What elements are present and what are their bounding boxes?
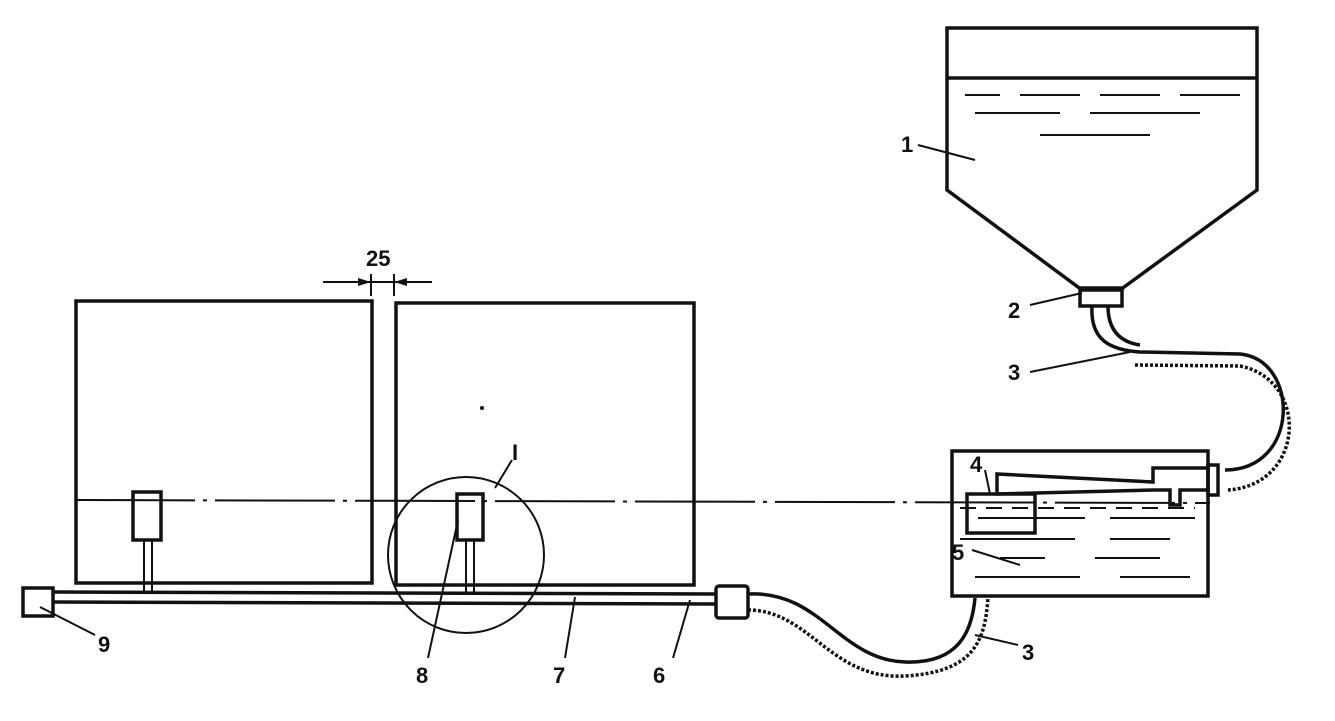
plot-box-right: [394, 301, 696, 587]
label-hose-lower: 3: [1022, 640, 1034, 665]
dimension-25: 25: [323, 246, 432, 296]
label-float: 4: [970, 452, 983, 477]
label-pipe-6: 6: [653, 663, 665, 688]
dimension-label: 25: [366, 246, 390, 271]
detail-circle: [387, 476, 545, 634]
outlet-valve: [1078, 286, 1124, 308]
label-detail-mark: I: [512, 440, 518, 465]
supply-tank: [945, 26, 1259, 292]
end-cap: [21, 586, 55, 618]
label-reservoir: 5: [952, 540, 964, 565]
nozzle-right: [455, 492, 485, 592]
nozzle-left: [131, 490, 163, 592]
reservoir: [950, 449, 1220, 598]
hose-coupling: [714, 584, 750, 620]
label-nozzle: 8: [416, 663, 428, 688]
center-line: [74, 499, 1211, 504]
float: [965, 492, 1037, 535]
label-outlet-valve: 2: [1008, 298, 1020, 323]
label-end-cap: 9: [98, 632, 110, 657]
distribution-pipe: [21, 584, 750, 620]
leader-lines: [39, 144, 1131, 659]
plot-box-left: [74, 299, 374, 585]
label-supply-tank: 1: [901, 132, 913, 157]
lower-hose: [747, 592, 990, 678]
label-hose-upper: 3: [1008, 360, 1020, 385]
upper-hose: [1090, 305, 1291, 492]
label-pipe-7: 7: [553, 663, 565, 688]
